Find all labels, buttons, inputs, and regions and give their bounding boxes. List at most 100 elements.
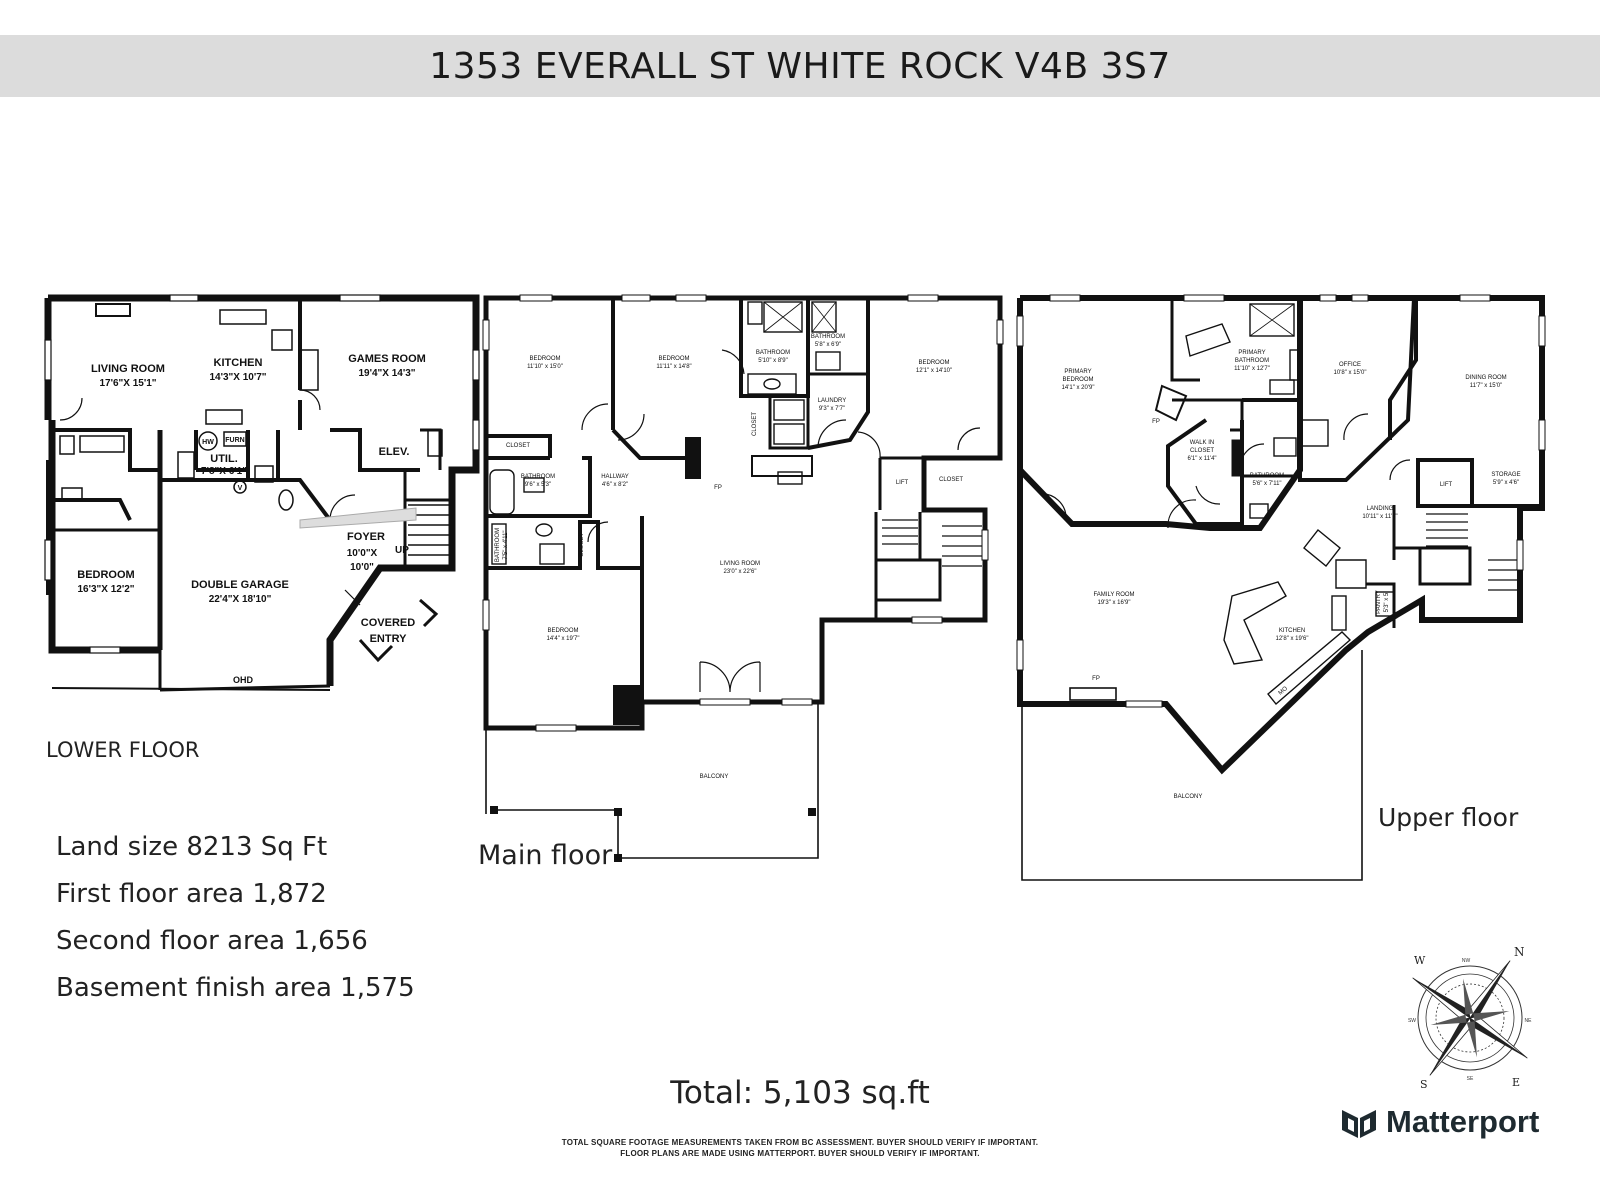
main-floor-plan	[482, 294, 1004, 862]
mf-bath-c-size: 9'6" x 5'3"	[525, 482, 551, 488]
lf-bedroom-size: 16'3"X 12'2"	[77, 584, 134, 595]
mf-bedroom-d-size: 14'4" x 19'7"	[547, 636, 580, 642]
listing-title: 1353 EVERALL ST WHITE ROCK V4B 3S7	[429, 45, 1171, 87]
upper-floor-labels: PRIMARY BEDROOM 14'1" x 20'9" PRIMARY BA…	[1062, 350, 1521, 800]
lf-foyer-size2: 10'0"	[350, 562, 374, 573]
uf-pantry-label: PANTRY	[1376, 590, 1382, 614]
lf-foyer-label: FOYER	[347, 531, 385, 543]
stat-land-size: Land size 8213 Sq Ft	[56, 832, 328, 862]
lf-entry-label: ENTRY	[370, 633, 408, 645]
lf-elev-label: ELEV.	[379, 446, 410, 458]
lf-living-size: 17'6"X 15'1"	[99, 378, 156, 389]
uf-kitchen-label: KITCHEN	[1279, 628, 1305, 634]
uf-pantry-size: 5'3" x 5'	[1384, 592, 1390, 613]
mf-bedroom-a-label: BEDROOM	[529, 356, 560, 362]
compass-se: SE	[1467, 1076, 1474, 1082]
mf-bath-d-size: 7'5" x 4'11"	[503, 530, 509, 559]
uf-walkin-label1: WALK IN	[1190, 440, 1214, 446]
mf-bath-c-label: BATHROOM	[521, 474, 555, 480]
disclaimer-line-2: FLOOR PLANS ARE MADE USING MATTERPORT. B…	[620, 1149, 980, 1158]
main-floor-labels: BEDROOM 11'10" x 15'0" BEDROOM 11'11" x …	[495, 334, 963, 780]
uf-primary-bed-label2: BEDROOM	[1062, 377, 1093, 383]
brand-name: Matterport	[1386, 1104, 1540, 1139]
mf-bath-b-size: 5'8" x 6'9"	[815, 342, 841, 348]
mf-closet-c-label: CLOSET	[939, 477, 963, 483]
lf-hw-label: HW	[202, 439, 214, 446]
lower-floor-plan	[44, 294, 480, 692]
lf-games-label: GAMES ROOM	[348, 353, 426, 365]
compass-rose-icon: N S E W NW NE SE SW	[1408, 945, 1533, 1091]
upper-floor-plan	[1016, 294, 1546, 881]
mf-balcony-label: BALCONY	[700, 774, 729, 780]
lf-util-size: 7'8"X 6'1"	[201, 466, 247, 477]
mf-closet-d-label: CLOSET	[579, 533, 585, 557]
mf-laundry-size: 9'3" x 7'7"	[819, 406, 845, 412]
uf-family-size: 19'3" x 16'9"	[1098, 600, 1131, 606]
lf-v-label: V	[238, 485, 243, 492]
compass-s: S	[1420, 1078, 1428, 1091]
mf-bath-a-label: BATHROOM	[756, 350, 790, 356]
title-bar: 1353 EVERALL ST WHITE ROCK V4B 3S7	[0, 35, 1600, 97]
uf-primary-bath-label1: PRIMARY	[1238, 350, 1265, 356]
uf-storage-label: STORAGE	[1491, 472, 1520, 478]
compass-sw: SW	[1408, 1018, 1416, 1024]
lf-foyer-size1: 10'0"X	[347, 548, 378, 559]
mf-hallway-size: 4'6" x 8'2"	[602, 482, 628, 488]
uf-landing-label: LANDING	[1367, 506, 1394, 512]
matterport-logo-icon	[1342, 1110, 1376, 1138]
uf-balcony-label: BALCONY	[1174, 794, 1203, 800]
mf-bath-b-label: BATHROOM	[811, 334, 845, 340]
caption-lower-floor: LOWER FLOOR	[46, 738, 200, 762]
mf-bath-a-size: 5'10" x 8'9"	[758, 358, 788, 364]
mf-bath-d-label: BATHROOM	[495, 528, 501, 562]
uf-lift-label: LIFT	[1440, 482, 1453, 488]
mf-bedroom-a-size: 11'10" x 15'0"	[527, 364, 563, 370]
compass-nw: NW	[1462, 958, 1471, 964]
lf-ohd-label: OHD	[233, 675, 254, 685]
uf-family-label: FAMILY ROOM	[1093, 592, 1134, 598]
lf-furn-label: FURN	[225, 437, 244, 444]
uf-landing-size: 10'11" x 11'7"	[1362, 514, 1397, 520]
caption-main-floor: Main floor	[478, 840, 613, 871]
compass-ne: NE	[1525, 1018, 1533, 1024]
lf-kitchen-size: 14'3"X 10'7"	[209, 372, 266, 383]
lf-games-size: 19'4"X 14'3"	[358, 368, 415, 379]
uf-mo-label: MO	[1278, 686, 1290, 697]
uf-dining-label: DINING ROOM	[1465, 375, 1506, 381]
uf-bath-size: 5'6" x 7'11"	[1252, 481, 1281, 487]
mf-closet-b-label: CLOSET	[752, 412, 758, 436]
uf-walkin-size: 6'1" x 11'4"	[1187, 456, 1216, 462]
mf-fp-label: FP	[714, 485, 722, 491]
lf-kitchen-label: KITCHEN	[214, 357, 263, 369]
mf-living-label: LIVING ROOM	[720, 561, 760, 567]
uf-office-label: OFFICE	[1339, 362, 1361, 368]
lf-util-label: UTIL.	[210, 453, 238, 465]
lf-bedroom-label: BEDROOM	[77, 569, 134, 581]
lf-garage-label: DOUBLE GARAGE	[191, 579, 289, 591]
stat-second-floor: Second floor area 1,656	[56, 926, 368, 956]
mf-bedroom-c-label: BEDROOM	[918, 360, 949, 366]
total-area: Total: 5,103 sq.ft	[670, 1075, 930, 1111]
uf-primary-bath-label2: BATHROOM	[1235, 358, 1269, 364]
uf-kitchen-size: 12'8" x 19'6"	[1276, 636, 1309, 642]
lf-covered-label: COVERED	[361, 617, 415, 629]
compass-n: N	[1514, 945, 1525, 959]
uf-office-size: 10'8" x 15'0"	[1334, 370, 1367, 376]
uf-fp-b-label: FP	[1092, 676, 1100, 682]
caption-upper-floor: Upper floor	[1378, 803, 1519, 832]
uf-walkin-label2: CLOSET	[1190, 448, 1214, 454]
mf-hallway-label: HALLWAY	[601, 474, 629, 480]
uf-primary-bed-label1: PRIMARY	[1064, 369, 1091, 375]
mf-bedroom-b-label: BEDROOM	[658, 356, 689, 362]
lower-floor-labels: LIVING ROOM 17'6"X 15'1" KITCHEN 14'3"X …	[77, 353, 426, 685]
stat-basement: Basement finish area 1,575	[56, 973, 415, 1003]
compass-e: E	[1512, 1076, 1520, 1089]
lf-living-label: LIVING ROOM	[91, 363, 165, 375]
uf-storage-size: 5'9" x 4'6"	[1493, 480, 1519, 486]
mf-bedroom-d-label: BEDROOM	[547, 628, 578, 634]
uf-fp-a-label: FP	[1152, 419, 1160, 425]
disclaimer-line-1: TOTAL SQUARE FOOTAGE MEASUREMENTS TAKEN …	[561, 1138, 1039, 1147]
mf-bedroom-b-size: 11'11" x 14'8"	[656, 364, 691, 370]
matterport-brand: Matterport	[1340, 1104, 1539, 1140]
